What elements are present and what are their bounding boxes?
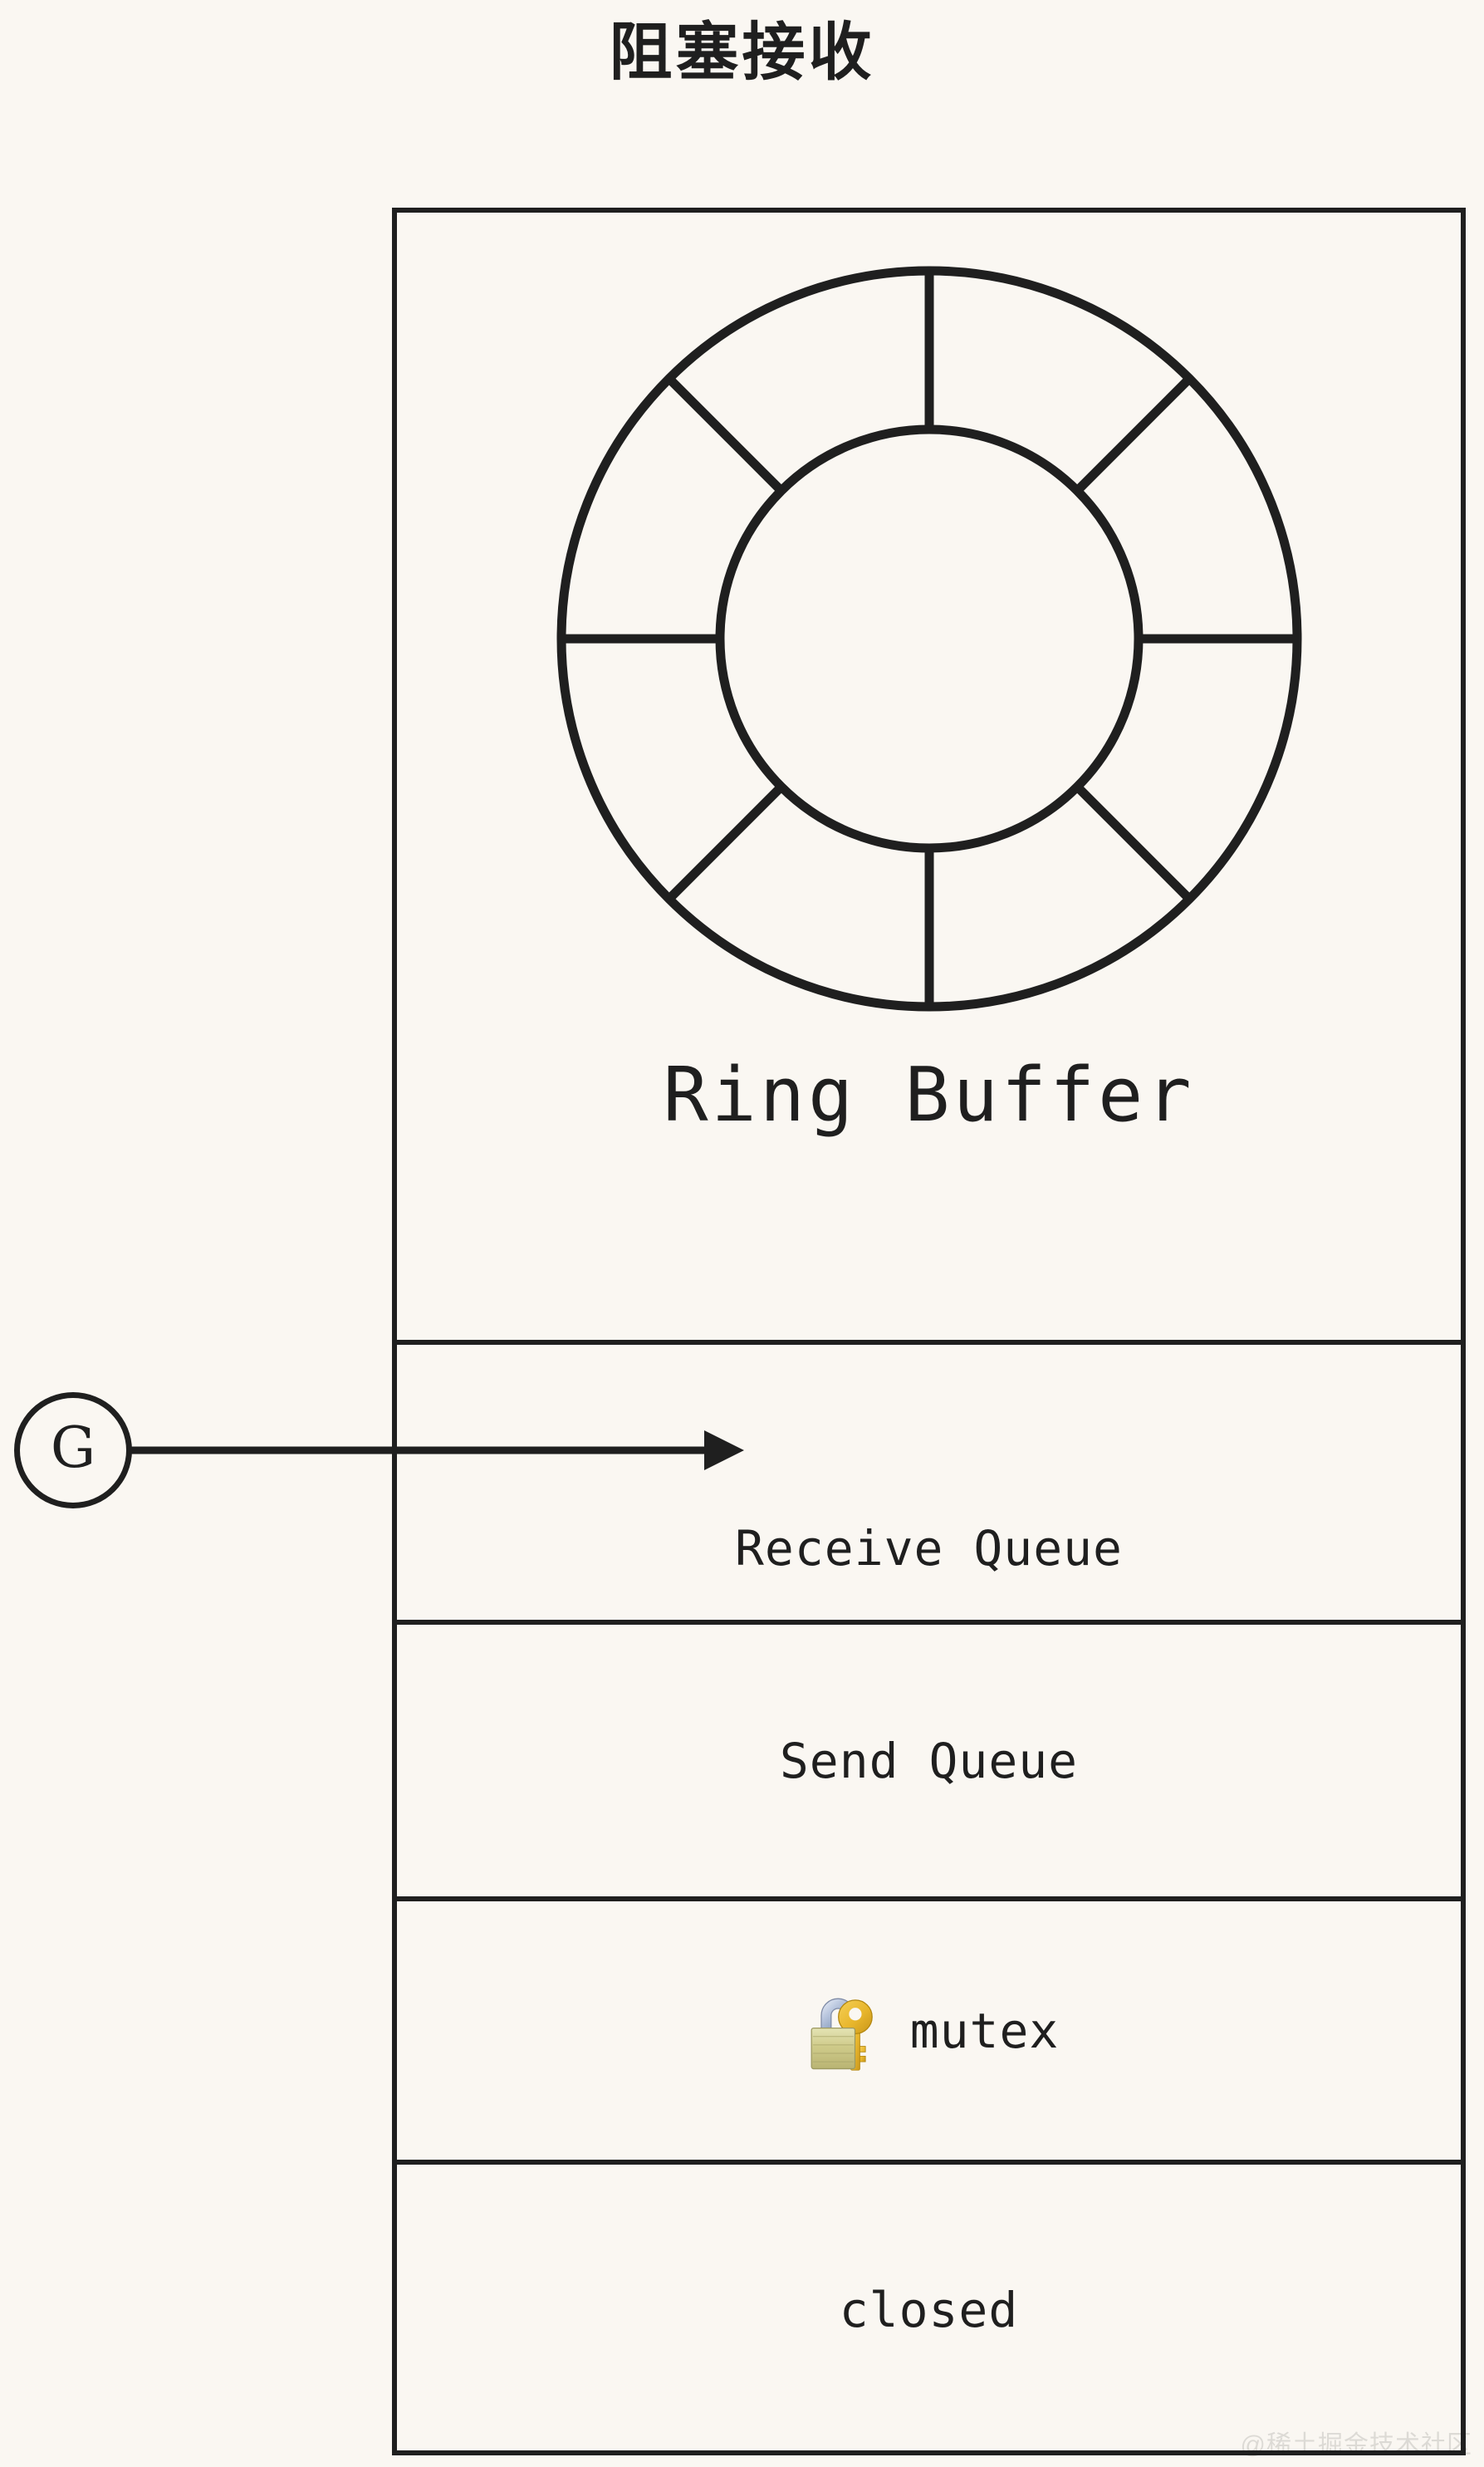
closed-label: closed <box>839 2282 1019 2338</box>
row-mutex: mutex <box>397 1901 1461 2165</box>
ring-buffer-donut-icon <box>535 244 1324 1037</box>
receive-queue-label-wrap: Receive Queue <box>397 1520 1461 1577</box>
mutex-label: mutex <box>909 2002 1060 2059</box>
row-closed: closed <box>397 2165 1461 2455</box>
goroutine-label: G <box>50 1415 96 1481</box>
receive-queue-label: Receive Queue <box>735 1520 1123 1577</box>
goroutine-circle <box>14 1392 132 1508</box>
goroutine-node[interactable]: G <box>14 1392 132 1508</box>
watermark: @稀土掘金技术社区 <box>1240 2431 1472 2459</box>
channel-struct-box: Ring Buffer Receive Queue Send Queue <box>392 208 1466 2455</box>
goroutine-to-receive-queue-arrow <box>131 1430 744 1470</box>
mutex-content: mutex <box>799 1984 1060 2077</box>
ring-buffer-label: Ring Buffer <box>663 1052 1195 1139</box>
page-title: 阻塞接收 <box>609 17 875 88</box>
locked-with-key-icon <box>811 1998 873 2071</box>
row-receive-queue: Receive Queue <box>397 1345 1461 1625</box>
row-ring-buffer: Ring Buffer <box>397 213 1461 1345</box>
row-send-queue: Send Queue <box>397 1625 1461 1901</box>
send-queue-label: Send Queue <box>779 1732 1079 1789</box>
